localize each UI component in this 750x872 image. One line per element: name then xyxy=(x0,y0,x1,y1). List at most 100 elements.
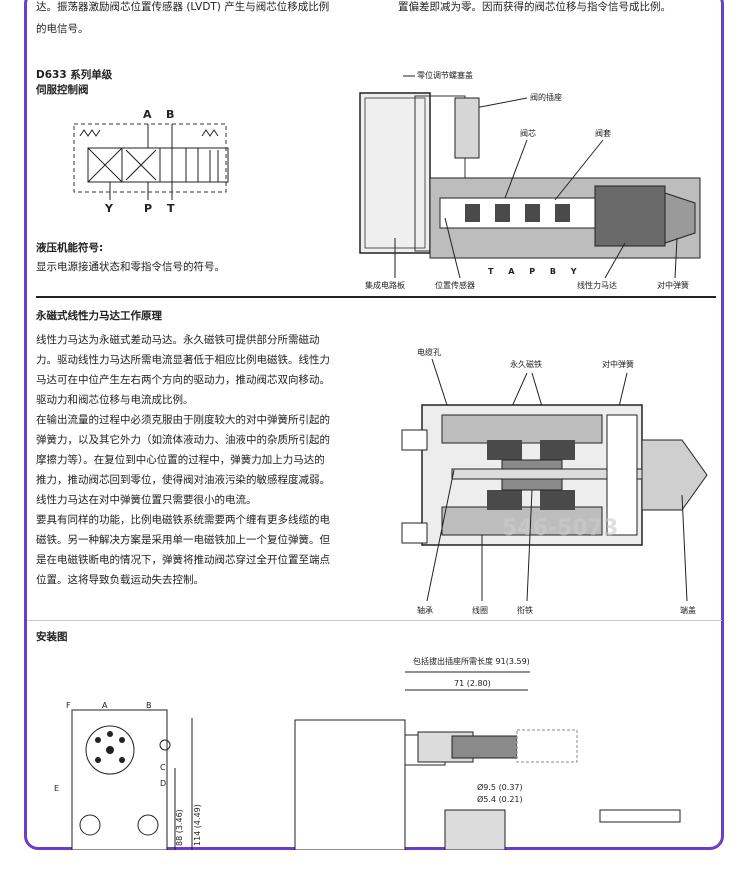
label-bearing: 轴承 xyxy=(417,605,433,615)
motor-line: 线性力马达在对中弹簧位置只需要很小的电流。 xyxy=(36,494,257,506)
motor-line: 弹簧力，以及其它外力（如流体液动力、油液中的杂质所引起的 xyxy=(36,434,330,446)
symbol-box-3 xyxy=(197,147,229,183)
install-heading: 安装图 xyxy=(36,631,68,643)
leader-bearing xyxy=(426,469,455,602)
label-circuit: 集成电路板 xyxy=(365,280,405,290)
mount-hole-icon xyxy=(79,814,101,836)
spool-land-1 xyxy=(465,204,480,222)
pin-icon xyxy=(95,737,101,743)
motor-line: 马达可在中位产生左右两个方向的驱动力，推动阀芯双向移动。 xyxy=(36,374,330,386)
label-spool: 阀芯 xyxy=(520,128,536,138)
label-sensor: 位置传感器 xyxy=(435,280,475,290)
leader-endcap xyxy=(681,494,688,602)
label-armature: 衔铁 xyxy=(517,605,533,615)
label-null-cap: 零位调节螺塞盖 xyxy=(417,70,473,80)
motor-line: 力。驱动线性力马达所需电流显著低于相应比例电磁铁。线性力 xyxy=(36,354,330,366)
motor-line: 要具有同样的功能，比例电磁铁系统需要两个缠有更多线缆的电 xyxy=(36,514,330,526)
leader-armature xyxy=(526,489,533,602)
motor-line: 驱动力和阀芯位移与电流成比例。 xyxy=(36,394,194,406)
motor-line: 推力，推动阀芯回到零位，使得阀对油液污染的敏感程度减弱。 xyxy=(36,474,330,486)
coil-bottom xyxy=(441,506,603,536)
watermark: 546-5073 xyxy=(502,516,618,541)
linear-motor xyxy=(594,185,666,247)
hydraulic-symbol: A B Y P T xyxy=(73,108,229,215)
label-motor-spring: 对中弹簧 xyxy=(602,359,634,369)
dim-d54-label: Ø5.4 (0.21) xyxy=(477,794,523,804)
side-view-base xyxy=(444,809,506,850)
mount-hole-icon xyxy=(137,814,159,836)
label-cable: 电缆孔 xyxy=(417,347,441,357)
top-right-line1: 置偏差即减为零。因而获得的阀芯位移与指令信号成比例。 xyxy=(398,1,671,13)
dim-d95-label: Ø9.5 (0.37) xyxy=(477,782,523,792)
pin-center xyxy=(106,746,114,754)
label-magnet: 永久磁铁 xyxy=(510,359,542,369)
end-cap xyxy=(641,439,708,511)
pin-c-label: C xyxy=(160,763,166,772)
pin-a-label: A xyxy=(102,701,108,710)
installation-drawing: A B C D E F 88 (3.46) 114 (4.49) 包括拔出插座所… xyxy=(54,656,681,850)
leader-spool xyxy=(504,139,528,199)
pin-f-label: F xyxy=(66,701,71,710)
spring-right-icon xyxy=(201,129,219,137)
pin-e-label: E xyxy=(54,784,59,793)
spool-land-3 xyxy=(525,204,540,222)
side-view-flange xyxy=(599,809,681,823)
pin-icon xyxy=(107,731,113,737)
label-connector: 阀的插座 xyxy=(530,92,562,102)
motor-line: 磁铁。另一种解决方案是采用单一电磁铁加上一个复位弹簧。但 xyxy=(36,534,330,546)
magnet-1 xyxy=(487,440,522,460)
label-sleeve: 阀套 xyxy=(595,128,611,138)
motor-line: 摩擦力等）。在复位到中心位置的过程中，弹簧力加上力马达的 xyxy=(36,454,325,466)
centering-spring-cap xyxy=(664,192,696,244)
section-divider xyxy=(36,296,716,298)
magnet-2 xyxy=(540,440,575,460)
motor-line: 线性力马达为永磁式差动马达。永久磁铁可提供部分所需磁动 xyxy=(36,334,320,346)
symbol-arrow-2 xyxy=(125,149,157,181)
magnet-3 xyxy=(487,490,522,510)
leader-motor xyxy=(604,242,626,279)
plug-withdraw-space xyxy=(516,729,578,763)
label-coil: 线圈 xyxy=(472,605,488,615)
motor-heading: 永磁式线性力马达工作原理 xyxy=(36,310,162,322)
leader-connector xyxy=(474,97,528,109)
label-motor: 线性力马达 xyxy=(577,280,617,290)
spool-land-4 xyxy=(555,204,570,222)
pin-d-label: D xyxy=(160,779,166,788)
ground-icon xyxy=(159,739,171,751)
motor-paragraphs: 线性力马达为永磁式差动马达。永久磁铁可提供部分所需磁动 力。驱动线性力马达所需电… xyxy=(36,330,381,590)
symbol-box-2 xyxy=(159,147,199,183)
spring-left-icon xyxy=(79,129,101,137)
port-t-label: T xyxy=(167,202,175,215)
symbol-caption-text: 显示电源接通状态和零指令信号的符号。 xyxy=(36,261,225,273)
label-spring: 对中弹簧 xyxy=(657,280,689,290)
dim-114-label: 114 (4.49) xyxy=(193,804,202,846)
dim-91-label: 包括拔出插座所需长度 91(3.59) xyxy=(413,656,530,666)
top-left-line1: 达。振荡器激励阀芯位置传感器 (LVDT) 产生与阀芯位移成比例 xyxy=(36,1,330,13)
magnet-4 xyxy=(540,490,575,510)
label-endcap: 端盖 xyxy=(680,605,696,615)
leader-spring xyxy=(674,237,678,279)
dim-88-label: 88 (3.46) xyxy=(175,809,184,846)
top-left-line2: 的电信号。 xyxy=(36,23,89,35)
port-y-label: Y xyxy=(104,202,114,215)
electronics-housing xyxy=(359,92,431,254)
pin-icon xyxy=(119,757,125,763)
connector-body xyxy=(454,97,480,159)
pin-icon xyxy=(95,757,101,763)
port-b-label: B xyxy=(166,108,174,121)
dim-71-label: 71 (2.80) xyxy=(454,679,491,688)
symbol-envelope xyxy=(73,123,227,193)
spool-land-2 xyxy=(495,204,510,222)
linear-motor-diagram: 电缆孔 永久磁铁 对中弹簧 546-5073 轴承 线圈 衔铁 端盖 xyxy=(401,347,708,615)
port-a-label: A xyxy=(143,108,152,121)
symbol-caption-title: 液压机能符号: xyxy=(36,242,104,254)
motor-line: 位置。这将导致负载运动失去控制。 xyxy=(36,574,204,586)
leader-cable xyxy=(431,358,448,406)
leader-sleeve xyxy=(554,139,604,201)
pin-b-label: B xyxy=(146,701,152,710)
leader-sensor xyxy=(444,217,461,279)
valve-cross-section: 零位调节螺塞盖 阀的插座 阀芯 阀套 T A P B Y 集成电路板 位置传感器… xyxy=(359,70,701,290)
pin-icon xyxy=(119,737,125,743)
mount-lug-top xyxy=(401,429,428,451)
symbol-cross-2 xyxy=(87,147,123,183)
